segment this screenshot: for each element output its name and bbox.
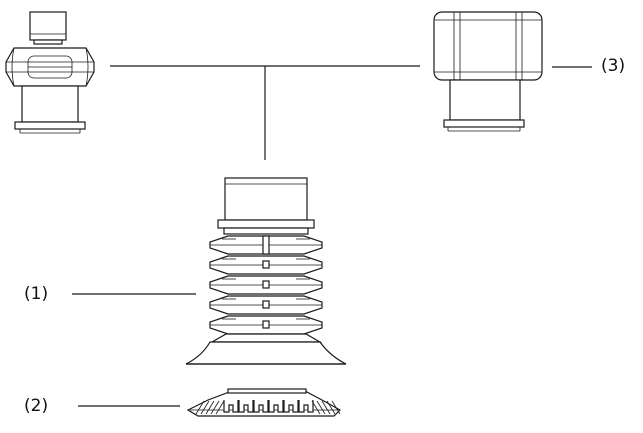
suction-cup-lip (185, 341, 347, 365)
callout-label-1: (1) (24, 284, 49, 304)
filter-insert (186, 388, 341, 417)
fitting-right-body (449, 79, 521, 121)
filter-tooth (253, 400, 269, 413)
fitting-left-flange (14, 121, 86, 130)
filter-tooth (238, 400, 254, 413)
fitting-right-flange (443, 119, 525, 128)
bellows-vent (262, 320, 270, 329)
fitting-right (433, 11, 543, 132)
fitting-right-hex-body (433, 11, 543, 81)
bellows-vent (262, 300, 270, 309)
suction-cup-bellows (185, 177, 347, 365)
filter-insert-teeth (195, 400, 341, 415)
fitting-left (5, 11, 95, 134)
suction-cup-collar (217, 219, 315, 229)
bellows-vent (262, 260, 270, 269)
fitting-left-body (21, 85, 79, 123)
filter-tooth (223, 400, 239, 413)
fitting-left-top-thread (29, 11, 67, 41)
bellows-vent (262, 235, 270, 255)
bellows-convolutions (209, 235, 323, 343)
bellows-vent (262, 280, 270, 289)
filter-tooth (283, 400, 299, 413)
callout-label-3: (3) (601, 56, 626, 76)
filter-tooth (298, 400, 314, 413)
callout-label-2: (2) (24, 396, 49, 416)
filter-tooth (268, 400, 284, 413)
connector-lines (110, 65, 420, 160)
